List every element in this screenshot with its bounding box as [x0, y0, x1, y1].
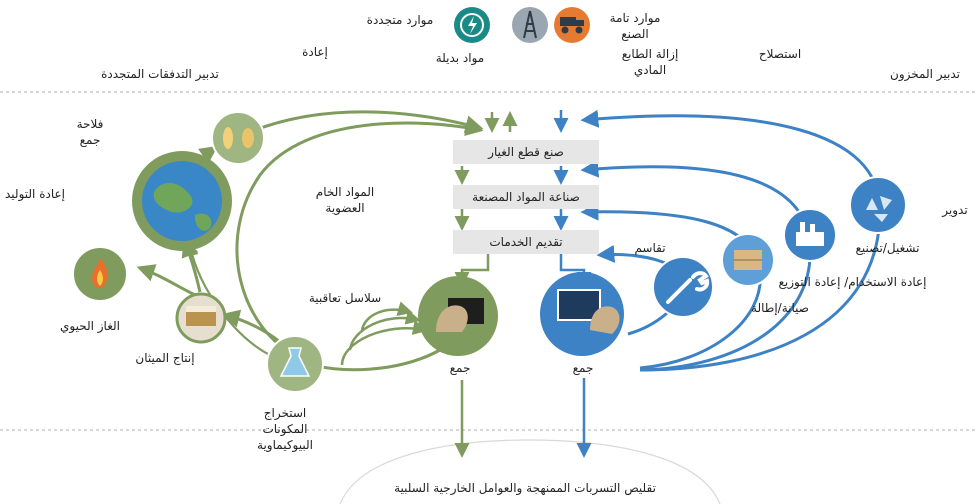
regeneration-label: إعادة التوليد	[5, 187, 65, 201]
consumer-collection-label: جمع	[449, 361, 471, 375]
renewable-flows-heading: تدبير التدفقات المتجددة	[101, 67, 219, 81]
oil-well-icon	[512, 7, 548, 43]
regenerate-heading: إعادة	[302, 45, 328, 59]
farming-to-parts-arrow	[249, 110, 484, 134]
leakage-ellipse	[339, 439, 721, 504]
cascades-label: سلاسل تعاقبية	[308, 291, 382, 305]
stock-management-heading: تدبير المخزون	[890, 67, 960, 81]
biochemical-feedstock-loop	[235, 118, 484, 360]
digestion-to-biogas-arrow	[136, 264, 196, 297]
earth-icon	[132, 151, 232, 251]
recycle-icon	[849, 176, 907, 234]
blue-flow-arrows	[553, 110, 592, 458]
wrench-icon	[652, 256, 714, 318]
maintain-prolong-label: صيانة/إطالة	[751, 301, 809, 315]
alternative-materials-label: مواد بديلة	[435, 51, 485, 65]
biochemical-feedstock-label: المواد الخام العضوية	[315, 185, 375, 215]
consumer-icon	[418, 276, 498, 356]
biochemical-extraction-icon	[266, 335, 324, 393]
anaerobic-digestion-label: إنتاج الميثان	[135, 351, 195, 365]
finite-resources-label: موارد تامة الصنع	[609, 11, 661, 41]
biogas-icon	[72, 246, 128, 302]
user-icon	[540, 272, 624, 356]
biogas-label: الغاز الحيوي	[60, 319, 120, 333]
parts-manufacturer-box: صنع قطع الغيار	[453, 140, 599, 164]
cascade-arcs	[340, 301, 428, 366]
factory-icon	[783, 208, 837, 262]
dematerialisation-label: إزالة الطابع المادي	[621, 47, 679, 77]
renewable-icon	[454, 7, 490, 43]
service-provider-box: تقديم الخدمات	[453, 230, 599, 254]
extraction-to-digestion-arrow	[221, 309, 281, 344]
biochemical-extraction-label: استخراج المكونات البيوكيماوية	[257, 406, 313, 452]
refurbish-remanufacture-label: تشغيل/تصنيع	[855, 241, 920, 255]
farming-icon	[211, 111, 265, 165]
distribution-icon	[721, 233, 775, 287]
user-collection-label: جمع	[572, 361, 594, 375]
anaerobic-digestion-icon	[175, 292, 227, 344]
reuse-redistribute-label: إعادة الاستخدام/ إعادة التوزيع	[778, 275, 927, 289]
recycle-label: تدوير	[942, 203, 968, 217]
farming-collection-label: فلاحة جمع	[76, 117, 104, 147]
product-manufacturer-box: صناعة المواد المصنعة	[453, 185, 599, 209]
minimise-leakage-label: تقليص التسربات الممنهجة والعوامل الخارجي…	[394, 481, 656, 495]
renewables-label: موارد متجددة	[366, 13, 434, 27]
reclamation-heading: استصلاح	[758, 47, 802, 61]
share-label: تقاسم	[634, 241, 666, 255]
mining-truck-icon	[554, 7, 590, 43]
